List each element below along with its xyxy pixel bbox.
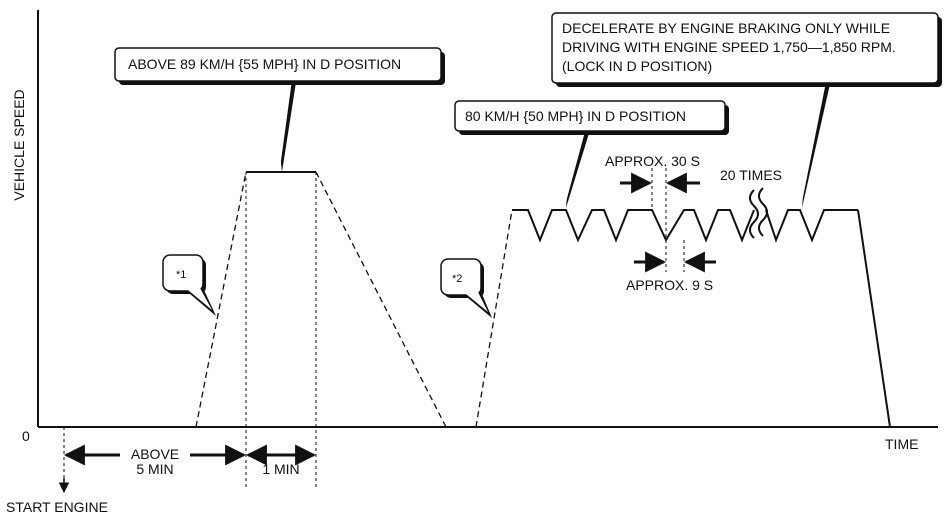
sawtooth-profile-cont — [765, 209, 858, 243]
x-axis-label: TIME — [885, 436, 918, 452]
note-2-text: *2 — [452, 273, 462, 285]
twenty-times-label: 20 TIMES — [720, 167, 782, 183]
note-1-text: *1 — [176, 269, 186, 281]
y-axis-label: VEHICLE SPEED — [11, 89, 27, 200]
second-decel-ramp — [857, 209, 891, 428]
break-squiggle-icon — [749, 189, 759, 239]
callout-decel-line1: DECELERATE BY ENGINE BRAKING ONLY WHILE — [562, 20, 890, 36]
callout-80: 80 KM/H {50 MPH} IN D POSITION — [454, 100, 729, 208]
approx-30s-label: APPROX. 30 S — [605, 153, 700, 169]
sawtooth-profile — [512, 209, 755, 243]
note-bubble-2: *2 — [440, 258, 492, 318]
callout-above-89-text: ABOVE 89 KM/H {55 MPH} IN D POSITION — [128, 56, 401, 72]
one-min-label: 1 MIN — [262, 461, 299, 477]
note-bubble-1: *1 — [162, 254, 216, 316]
second-accel-ramp — [475, 209, 513, 428]
break-squiggle-icon-2 — [758, 187, 768, 237]
callout-decel-line3: (LOCK IN D POSITION) — [562, 58, 712, 74]
above-label: ABOVE — [131, 446, 179, 462]
first-decel-ramp — [315, 171, 447, 428]
callout-above-89: ABOVE 89 KM/H {55 MPH} IN D POSITION — [114, 47, 445, 172]
callout-80-text: 80 KM/H {50 MPH} IN D POSITION — [465, 108, 686, 124]
start-engine-label: START ENGINE — [6, 499, 108, 515]
first-accel-ramp — [195, 171, 247, 428]
callout-decel-line2: DRIVING WITH ENGINE SPEED 1,750—1,850 RP… — [562, 39, 896, 55]
callout-decelerate: DECELERATE BY ENGINE BRAKING ONLY WHILE … — [551, 12, 942, 208]
origin-label: 0 — [22, 428, 30, 444]
approx-9s-label: APPROX. 9 S — [626, 277, 713, 293]
five-min-label: 5 MIN — [136, 461, 173, 477]
